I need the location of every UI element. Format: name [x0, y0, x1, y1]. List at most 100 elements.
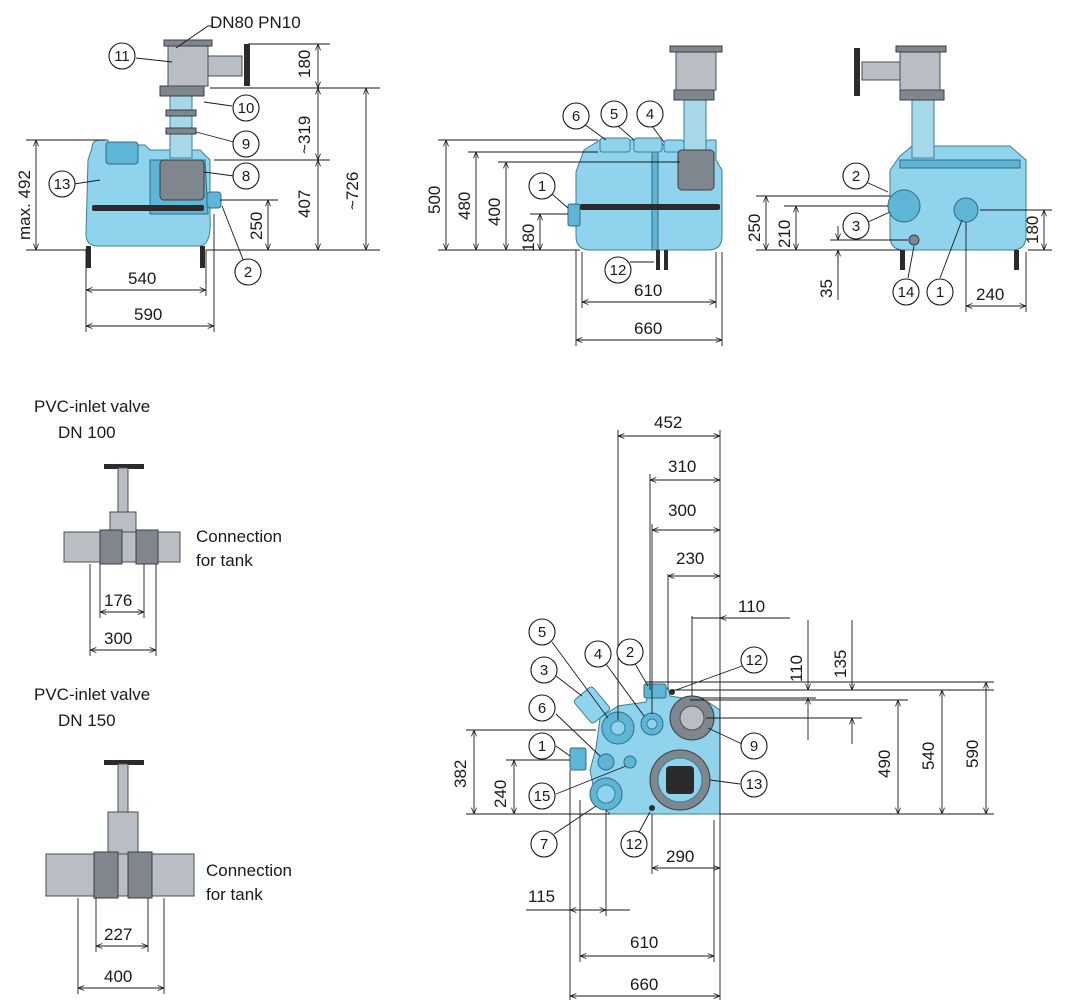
valve-dn150-title: PVC-inlet valve [34, 685, 150, 704]
plan-dim-660: 660 [630, 975, 658, 994]
valve-dn150-size: DN 150 [58, 711, 116, 730]
front-inlet-stub [567, 203, 581, 227]
side-valve-stem [207, 55, 243, 77]
rear-tank-shade [899, 159, 1021, 169]
rear-leader-2 [865, 181, 889, 193]
plan-dim-382: 382 [451, 760, 470, 788]
valve-dn100-sleeve [99, 529, 123, 565]
rear-leader-1 [939, 219, 963, 279]
plan-item-bubble [740, 646, 768, 674]
rear-valve-flange [895, 45, 947, 53]
rear-dim-180: 180 [1023, 216, 1042, 244]
side-dim-492: max. 492 [15, 170, 34, 240]
valve-dn100-sleeve [135, 529, 159, 565]
plan-item-7: 7 [540, 836, 548, 853]
plan-item-12: 12 [746, 652, 763, 669]
plan-dim-290: 290 [666, 847, 694, 866]
front-item-1: 1 [538, 178, 546, 195]
front-item-bubble [562, 102, 590, 130]
plan-leader-2 [633, 661, 649, 687]
rear-item-bubble [842, 212, 870, 240]
side-leader-10 [203, 101, 233, 107]
valve-dn150-body [107, 811, 139, 859]
plan-item-bubble [740, 732, 768, 760]
front-foot [664, 250, 668, 270]
rear-gate-valve [899, 51, 941, 91]
rear-port-3 [887, 189, 921, 223]
front-item-6: 6 [572, 108, 580, 125]
valve-dn150-note: Connection [206, 861, 292, 880]
plan-item-bubble [528, 782, 556, 810]
plan-port-12 [649, 805, 655, 811]
side-clamp [165, 109, 197, 117]
rear-flange [899, 89, 945, 101]
front-dim-610: 610 [634, 281, 662, 300]
side-dn-label: DN80 PN10 [210, 13, 301, 32]
plan-leader-12b [637, 811, 651, 835]
plan-view: 452 310 300 230 110 110 135 490 540 590 [451, 413, 994, 1000]
plan-port-5-inner [610, 720, 626, 736]
rear-dim-210: 210 [775, 220, 794, 248]
front-item-4: 4 [646, 106, 654, 123]
side-item-bubble [234, 258, 262, 286]
side-item-10: 10 [238, 100, 255, 117]
rear-item-bubble [892, 278, 920, 306]
side-foot [86, 246, 91, 268]
plan-item-bubble [528, 694, 556, 722]
front-gate-valve [675, 51, 717, 91]
plan-leader-5 [551, 641, 609, 719]
front-dim-180: 180 [519, 224, 538, 252]
front-cap-6 [599, 137, 631, 153]
side-item-11: 11 [114, 48, 130, 65]
plan-item-4: 4 [594, 646, 602, 663]
side-dim-250: 250 [247, 212, 266, 240]
rear-item-1: 1 [936, 284, 944, 301]
plan-port-15 [623, 755, 637, 769]
side-view: DN80 PN10 180 ~319 407 ~726 250 max. 492… [15, 13, 380, 332]
side-pump-motor [159, 159, 205, 201]
side-item-13: 13 [54, 176, 71, 193]
plan-leader-7 [553, 805, 597, 835]
valve-dn100: PVC-inlet valve DN 100 Connection for ta… [34, 397, 282, 656]
front-item-bubble [604, 256, 632, 284]
plan-leader-12 [675, 665, 743, 691]
valve-dn150-note: for tank [206, 885, 263, 904]
plan-dim-490: 490 [875, 750, 894, 778]
plan-port-7-inner [596, 784, 616, 804]
valve-dn100-size: DN 100 [58, 423, 116, 442]
side-dim-726: ~726 [343, 172, 362, 210]
front-dim-660: 660 [634, 319, 662, 338]
side-leader-13 [73, 179, 101, 185]
side-dim-407: 407 [295, 190, 314, 218]
plan-dim-310: 310 [668, 457, 696, 476]
rear-leader-3 [867, 211, 891, 223]
side-valve-flange [163, 39, 213, 47]
plan-port-12 [669, 689, 675, 695]
rear-dim-250: 250 [745, 214, 764, 242]
rear-item-14: 14 [898, 284, 915, 301]
plan-dim-110h: 110 [738, 597, 765, 616]
side-handwheel [244, 44, 250, 86]
plan-dim-135: 135 [831, 650, 850, 678]
side-dim-540: 540 [128, 269, 156, 288]
valve-dn150-handwheel [104, 760, 144, 765]
plan-inlet-1 [569, 747, 587, 771]
valve-dn150-sleeve [127, 851, 153, 899]
front-leader-5 [617, 125, 635, 141]
side-item-bubble [108, 42, 136, 70]
side-leader-8 [203, 171, 235, 177]
front-cap-5 [633, 137, 663, 153]
plan-leader-6 [555, 713, 601, 757]
front-item-bubble [528, 172, 556, 200]
rear-port-1 [953, 197, 979, 223]
plan-leader-1 [555, 745, 571, 757]
valve-dn150-pipe [45, 853, 195, 897]
rear-item-bubble [926, 278, 954, 306]
front-dim-500: 500 [425, 186, 444, 214]
plan-port-9-inner [679, 705, 705, 731]
plan-item-9: 9 [750, 738, 758, 755]
rear-port-14 [908, 234, 920, 246]
valve-dn150-stem [117, 763, 129, 815]
rear-foot [900, 250, 905, 270]
